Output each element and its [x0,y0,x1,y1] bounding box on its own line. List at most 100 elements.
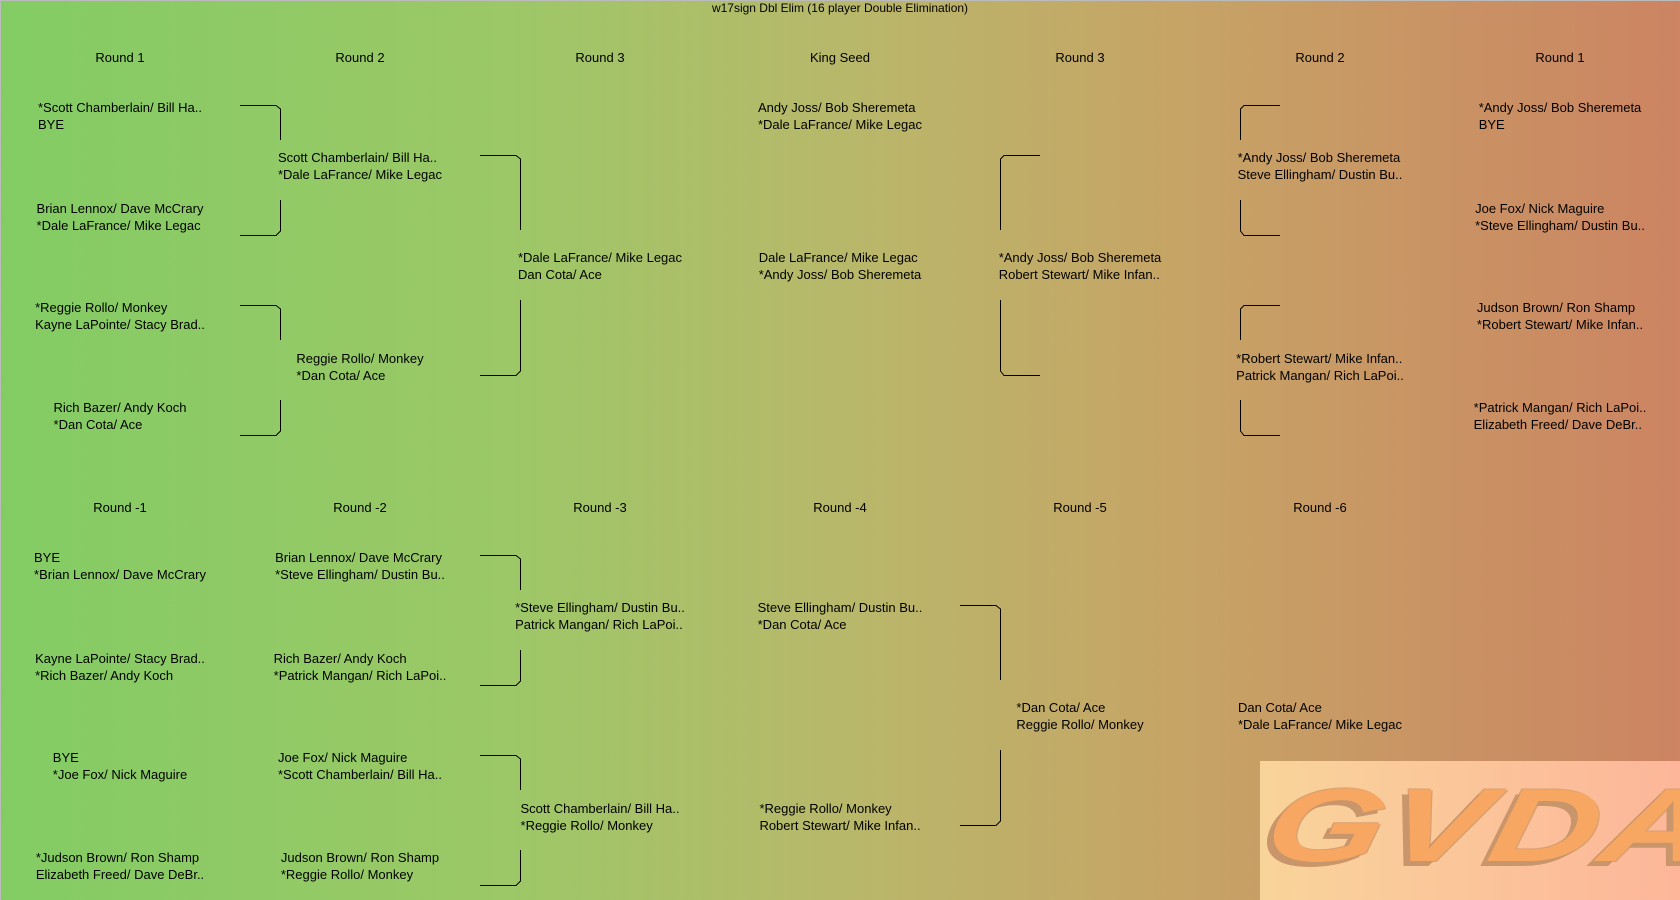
match-teams: Kayne LaPointe/ Stacy Brad.. *Rich Bazer/… [35,650,205,684]
team-name[interactable]: *Reggie Rollo/ Monkey [280,867,414,882]
team-name[interactable]: *Andy Joss/ Bob Sheremeta [998,250,1162,265]
match[interactable]: Scott Chamberlain/ Bill Ha.. *Dale LaFran… [240,149,480,183]
team-name[interactable]: Dale LaFrance/ Mike Legac [758,250,918,265]
bracket-connector [240,200,281,236]
team-name[interactable]: *Reggie Rollo/ Monkey [520,818,653,833]
team-name[interactable]: Steve Ellingham/ Dustin Bu.. [1237,167,1403,182]
match[interactable]: Dan Cota/ Ace *Dale LaFrance/ Mike Legac [1200,699,1440,733]
match[interactable]: Joe Fox/ Nick Maguire *Steve Ellingham/ D… [1440,200,1680,234]
team-name[interactable]: Steve Ellingham/ Dustin Bu.. [757,600,923,615]
team-name[interactable]: *Dale LaFrance/ Mike Legac [517,250,683,265]
team-name[interactable]: *Dale LaFrance/ Mike Legac [277,167,443,182]
team-name[interactable]: Dan Cota/ Ace [1237,700,1322,715]
team-name[interactable]: Scott Chamberlain/ Bill Ha.. [520,801,680,816]
team-name[interactable]: *Dan Cota/ Ace [1016,700,1106,715]
team-name[interactable]: *Reggie Rollo/ Monkey [759,801,892,816]
team-name[interactable]: Reggie Rollo/ Monkey [1016,717,1144,732]
match[interactable]: Joe Fox/ Nick Maguire *Scott Chamberlain/… [240,749,480,783]
team-name[interactable]: *Dan Cota/ Ace [296,368,386,383]
team-name[interactable]: Robert Stewart/ Mike Infan.. [759,818,921,833]
team-name[interactable]: Rich Bazer/ Andy Koch [273,651,407,666]
match[interactable]: Scott Chamberlain/ Bill Ha.. *Reggie Roll… [480,800,720,834]
team-name[interactable]: BYE [1478,117,1505,132]
team-name[interactable]: *Judson Brown/ Ron Shamp [35,850,200,865]
team-name[interactable]: Patrick Mangan/ Rich LaPoi.. [1236,368,1404,383]
team-name[interactable]: *Steve Ellingham/ Dustin Bu.. [1475,218,1645,233]
match[interactable]: BYE *Brian Lennox/ Dave McCrary [0,549,240,583]
team-name[interactable]: *Dan Cota/ Ace [53,417,143,432]
team-name[interactable]: Joe Fox/ Nick Maguire [1475,201,1605,216]
round-label: Round -3 [573,500,627,515]
team-name[interactable]: BYE [37,117,64,132]
team-name[interactable]: Robert Stewart/ Mike Infan.. [998,267,1160,282]
team-name[interactable]: Brian Lennox/ Dave McCrary [275,550,442,565]
team-name[interactable]: Elizabeth Freed/ Dave DeBr.. [1473,417,1642,432]
round-label: Round -6 [1293,500,1347,515]
team-name[interactable]: *Brian Lennox/ Dave McCrary [34,567,206,582]
team-name[interactable]: *Scott Chamberlain/ Bill Ha.. [37,100,202,115]
team-name[interactable]: *Andy Joss/ Bob Sheremeta [758,267,922,282]
team-name[interactable]: *Robert Stewart/ Mike Infan.. [1476,317,1644,332]
team-name[interactable]: *Steve Ellingham/ Dustin Bu.. [275,567,445,582]
team-name[interactable]: Judson Brown/ Ron Shamp [1476,300,1636,315]
team-name[interactable]: *Dan Cota/ Ace [757,617,847,632]
team-name[interactable]: Dan Cota/ Ace [517,267,602,282]
team-name[interactable]: *Patrick Mangan/ Rich LaPoi.. [1473,400,1647,415]
team-name[interactable]: Joe Fox/ Nick Maguire [277,750,408,765]
match[interactable]: Steve Ellingham/ Dustin Bu.. *Dan Cota/ A… [720,599,960,633]
match[interactable]: *Robert Stewart/ Mike Infan.. Patrick Man… [1200,350,1440,384]
match[interactable]: Judson Brown/ Ron Shamp *Reggie Rollo/ Mo… [240,849,480,883]
match[interactable]: Dale LaFrance/ Mike Legac *Andy Joss/ Bob… [720,249,960,283]
match[interactable]: Rich Bazer/ Andy Koch *Dan Cota/ Ace [0,399,240,433]
team-name[interactable]: *Rich Bazer/ Andy Koch [35,668,174,683]
round-label: Round 2 [1295,50,1345,65]
match[interactable]: Andy Joss/ Bob Sheremeta *Dale LaFrance/ … [720,99,960,133]
match-teams: BYE *Joe Fox/ Nick Maguire [53,749,187,783]
team-name[interactable]: BYE [34,550,61,565]
team-name[interactable]: Rich Bazer/ Andy Koch [53,400,187,415]
team-name[interactable]: Judson Brown/ Ron Shamp [280,850,440,865]
match[interactable]: Judson Brown/ Ron Shamp *Robert Stewart/ … [1440,299,1680,333]
match[interactable]: *Scott Chamberlain/ Bill Ha.. BYE [0,99,240,133]
team-name[interactable]: Reggie Rollo/ Monkey [296,351,424,366]
team-name[interactable]: Andy Joss/ Bob Sheremeta [757,100,916,115]
team-name[interactable]: *Andy Joss/ Bob Sheremeta [1237,150,1401,165]
bracket-connector [480,650,521,686]
bracket-connector [1240,200,1280,236]
team-name[interactable]: *Reggie Rollo/ Monkey [35,300,168,315]
team-name[interactable]: *Andy Joss/ Bob Sheremeta [1478,100,1642,115]
team-name[interactable]: BYE [52,750,79,765]
team-name[interactable]: Brian Lennox/ Dave McCrary [36,201,204,216]
team-name[interactable]: Kayne LaPointe/ Stacy Brad.. [35,651,205,666]
match[interactable]: *Patrick Mangan/ Rich LaPoi.. Elizabeth F… [1440,399,1680,433]
team-name[interactable]: *Dale LaFrance/ Mike Legac [1237,717,1403,732]
match[interactable]: Rich Bazer/ Andy Koch *Patrick Mangan/ Ri… [240,650,480,684]
team-name[interactable]: *Steve Ellingham/ Dustin Bu.. [515,600,685,615]
team-name[interactable]: *Dale LaFrance/ Mike Legac [36,218,201,233]
match[interactable]: Brian Lennox/ Dave McCrary *Steve Ellingh… [240,549,480,583]
team-name[interactable]: Elizabeth Freed/ Dave DeBr.. [35,867,205,882]
team-name[interactable]: *Patrick Mangan/ Rich LaPoi.. [273,668,447,683]
team-name[interactable]: *Joe Fox/ Nick Maguire [52,767,188,782]
match[interactable]: Kayne LaPointe/ Stacy Brad.. *Rich Bazer/… [0,650,240,684]
team-name[interactable]: *Robert Stewart/ Mike Infan.. [1236,351,1403,366]
match[interactable]: Brian Lennox/ Dave McCrary *Dale LaFrance… [0,200,240,234]
match[interactable]: Reggie Rollo/ Monkey *Dan Cota/ Ace [240,350,480,384]
team-name[interactable]: *Scott Chamberlain/ Bill Ha.. [277,767,442,782]
team-name[interactable]: Patrick Mangan/ Rich LaPoi.. [515,617,683,632]
match[interactable]: *Steve Ellingham/ Dustin Bu.. Patrick Man… [480,599,720,633]
match-teams: *Patrick Mangan/ Rich LaPoi.. Elizabeth F… [1474,399,1647,433]
match[interactable]: BYE *Joe Fox/ Nick Maguire [0,749,240,783]
team-name[interactable]: Scott Chamberlain/ Bill Ha.. [277,150,437,165]
team-name[interactable]: *Dale LaFrance/ Mike Legac [757,117,923,132]
team-name[interactable]: Kayne LaPointe/ Stacy Brad.. [35,317,205,332]
